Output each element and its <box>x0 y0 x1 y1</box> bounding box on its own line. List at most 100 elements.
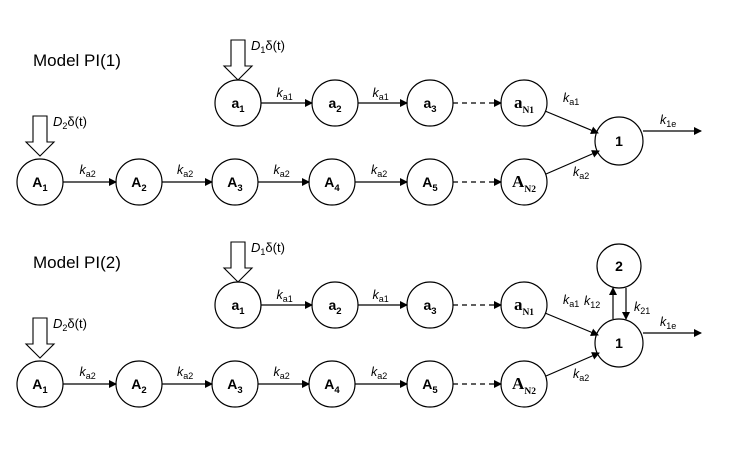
model-2-bottom-node-2-base: A <box>131 376 141 392</box>
model-1-top-rate-2-sub: a1 <box>379 92 389 102</box>
model-1-top-node-4-sub: N1 <box>522 106 534 116</box>
model-1-dose-bottom-arrow <box>24 115 56 157</box>
model-2-bottom-node-4-label: A4 <box>324 376 340 396</box>
model-2-bottom-rate-central-sub: a2 <box>579 373 589 383</box>
model-2-bottom-rate-3-k: k <box>274 365 281 379</box>
model-2-central-compartment: 1 <box>594 318 644 368</box>
model-2-bottom-node-2-sub: 2 <box>141 385 146 396</box>
model-2-bottom-node-1-sub: 1 <box>42 385 48 396</box>
model-1-top-node-1-base: a <box>231 95 239 111</box>
model-2-bottom-node-5: A5 <box>406 360 454 408</box>
model-1-dose-top-label: D1δ(t) <box>251 38 285 55</box>
model-1-top-rate-central-k: k <box>563 91 570 105</box>
model-1-top-node-2-sub: 2 <box>336 104 341 115</box>
model-2-top-node-2: a2 <box>311 281 359 329</box>
model-2-bottom-node-3-sub: 3 <box>237 385 242 396</box>
model-2-bottom-rate-1: ka2 <box>80 365 96 381</box>
model-1-top-node-2-label: a2 <box>328 95 341 115</box>
model-1-bottom-node-4-label: A4 <box>324 174 340 194</box>
model-2-top-to-central-arrow <box>544 312 599 337</box>
model-1-bottom-node-5-label: A5 <box>422 174 438 194</box>
model-1-bottom-rate-4-k: k <box>371 163 378 177</box>
model-2-bottom-node-6-sub: N2 <box>524 387 536 397</box>
model-1-bottom-node-4-sub: 4 <box>334 183 340 194</box>
model-2-bottom-rate-central: ka2 <box>573 367 589 383</box>
model-2-bottom-node-3: A3 <box>211 360 259 408</box>
model-1-dose-top-rest: δ(t) <box>265 38 285 53</box>
model-1-bottom-rate-3-k: k <box>274 163 281 177</box>
model-2-bottom-rate-4-k: k <box>371 365 378 379</box>
model-1-elimination-rate: k1e <box>660 113 676 129</box>
model-2-bottom-rate-central-k: k <box>573 367 580 381</box>
model-1-top-to-central-arrow <box>544 110 599 135</box>
model-1-elimination-rate-k: k <box>660 113 667 127</box>
model-2-dose-bottom-label: D2δ(t) <box>53 316 87 333</box>
model-2-top-rate-central-sub: a1 <box>569 299 579 309</box>
model-2-peripheral-compartment-circle <box>596 243 642 289</box>
model-2-bottom-rate-1-k: k <box>80 365 87 379</box>
model-1-elimination-rate-sub: 1e <box>666 119 676 129</box>
model-1-bottom-rate-central: ka2 <box>573 165 589 181</box>
model-1-top-node-4-base: a <box>514 93 523 112</box>
model-1-bottom-rate-1-k: k <box>80 163 87 177</box>
model-1-dose-bottom-rest: δ(t) <box>67 114 87 129</box>
model-1-bottom-rate-4: ka2 <box>371 163 387 179</box>
model-1-bottom-node-4-base: A <box>324 174 334 190</box>
model-2-bottom-node-4-sub: 4 <box>334 385 340 396</box>
model-2-bottom-node-4-base: A <box>324 376 334 392</box>
model-2-title: Model PI(2) <box>33 253 121 272</box>
model-1-bottom-rate-2-sub: a2 <box>183 169 193 179</box>
model-2-top-rate-2: ka1 <box>373 288 389 304</box>
model-1-bottom-rate-2-k: k <box>177 163 184 177</box>
model-2-bottom-node-3-label: A3 <box>227 376 242 396</box>
model-2-top-rate-central: ka1 <box>563 293 579 309</box>
model-1-bottom-node-6: AN2 <box>500 158 548 206</box>
model-2-top-node-4-base: a <box>514 295 523 314</box>
model-2-top-node-4-sub: N1 <box>522 308 534 318</box>
model-1-bottom-node-2-sub: 2 <box>141 183 146 194</box>
model-1-top-node-4: aN1 <box>500 79 548 127</box>
model-2-k21-label: k21 <box>634 300 650 316</box>
model-2-bottom-rate-2-k: k <box>177 365 184 379</box>
model-2-k21-label-k: k <box>634 300 641 314</box>
model-1-bottom-node-2: A2 <box>115 158 163 206</box>
model-1-central-compartment: 1 <box>594 116 644 166</box>
model-1-bottom-node-3: A3 <box>211 158 259 206</box>
model-1-bottom-node-5-base: A <box>422 174 432 190</box>
model-2-central-compartment-label: 1 <box>615 335 623 351</box>
model-1-bottom-node-6-label: AN2 <box>512 172 536 195</box>
model-2-bottom-node-6-label: AN2 <box>512 374 536 397</box>
model-2-bottom-node-3-base: A <box>227 376 237 392</box>
model-1-top-node-1-sub: 1 <box>239 104 245 115</box>
model-2-top-node-3-base: a <box>423 297 431 313</box>
model-2-elimination-rate-k: k <box>660 315 667 329</box>
model-2-top-node-3-label: a3 <box>423 297 436 317</box>
model-1-top-node-2: a2 <box>311 79 359 127</box>
model-2-elimination-rate-sub: 1e <box>666 321 676 331</box>
model-2-top-node-2-base: a <box>328 297 336 313</box>
model-2-top-node-2-sub: 2 <box>336 306 341 317</box>
model-2-top-node-3-sub: 3 <box>431 306 436 317</box>
model-2-k12-label-k: k <box>584 294 591 308</box>
model-1-bottom-rate-2: ka2 <box>177 163 193 179</box>
model-2-top-node-2-label: a2 <box>328 297 341 317</box>
model-2-top-node-1-label: a1 <box>231 297 245 317</box>
model-1-top-node-4-label: aN1 <box>514 93 534 116</box>
model-2-bottom-node-5-label: A5 <box>422 376 438 396</box>
model-1-bottom-rate-central-k: k <box>573 165 580 179</box>
model-1-top-node-3-sub: 3 <box>431 104 436 115</box>
model-2-dose-bottom-rest: δ(t) <box>67 316 87 331</box>
model-2-dose-top-rest: δ(t) <box>265 240 285 255</box>
model-2-bottom-rate-1-sub: a2 <box>86 371 96 381</box>
model-2-bottom-rate-2-sub: a2 <box>183 371 193 381</box>
model-1-top-rate-central: ka1 <box>563 91 579 107</box>
model-2-top-node-3: a3 <box>406 281 454 329</box>
model-2-top-rate-central-k: k <box>563 293 570 307</box>
model-1-central-compartment-label: 1 <box>615 133 623 149</box>
model-2-dose-bottom-D: D <box>53 316 62 331</box>
model-2-bottom-node-6-base: A <box>512 374 525 393</box>
model-1-bottom-node-5-sub: 5 <box>432 183 438 194</box>
model-1-bottom-rate-1-sub: a2 <box>86 169 96 179</box>
model-2-peripheral-compartment: 2 <box>596 243 642 289</box>
